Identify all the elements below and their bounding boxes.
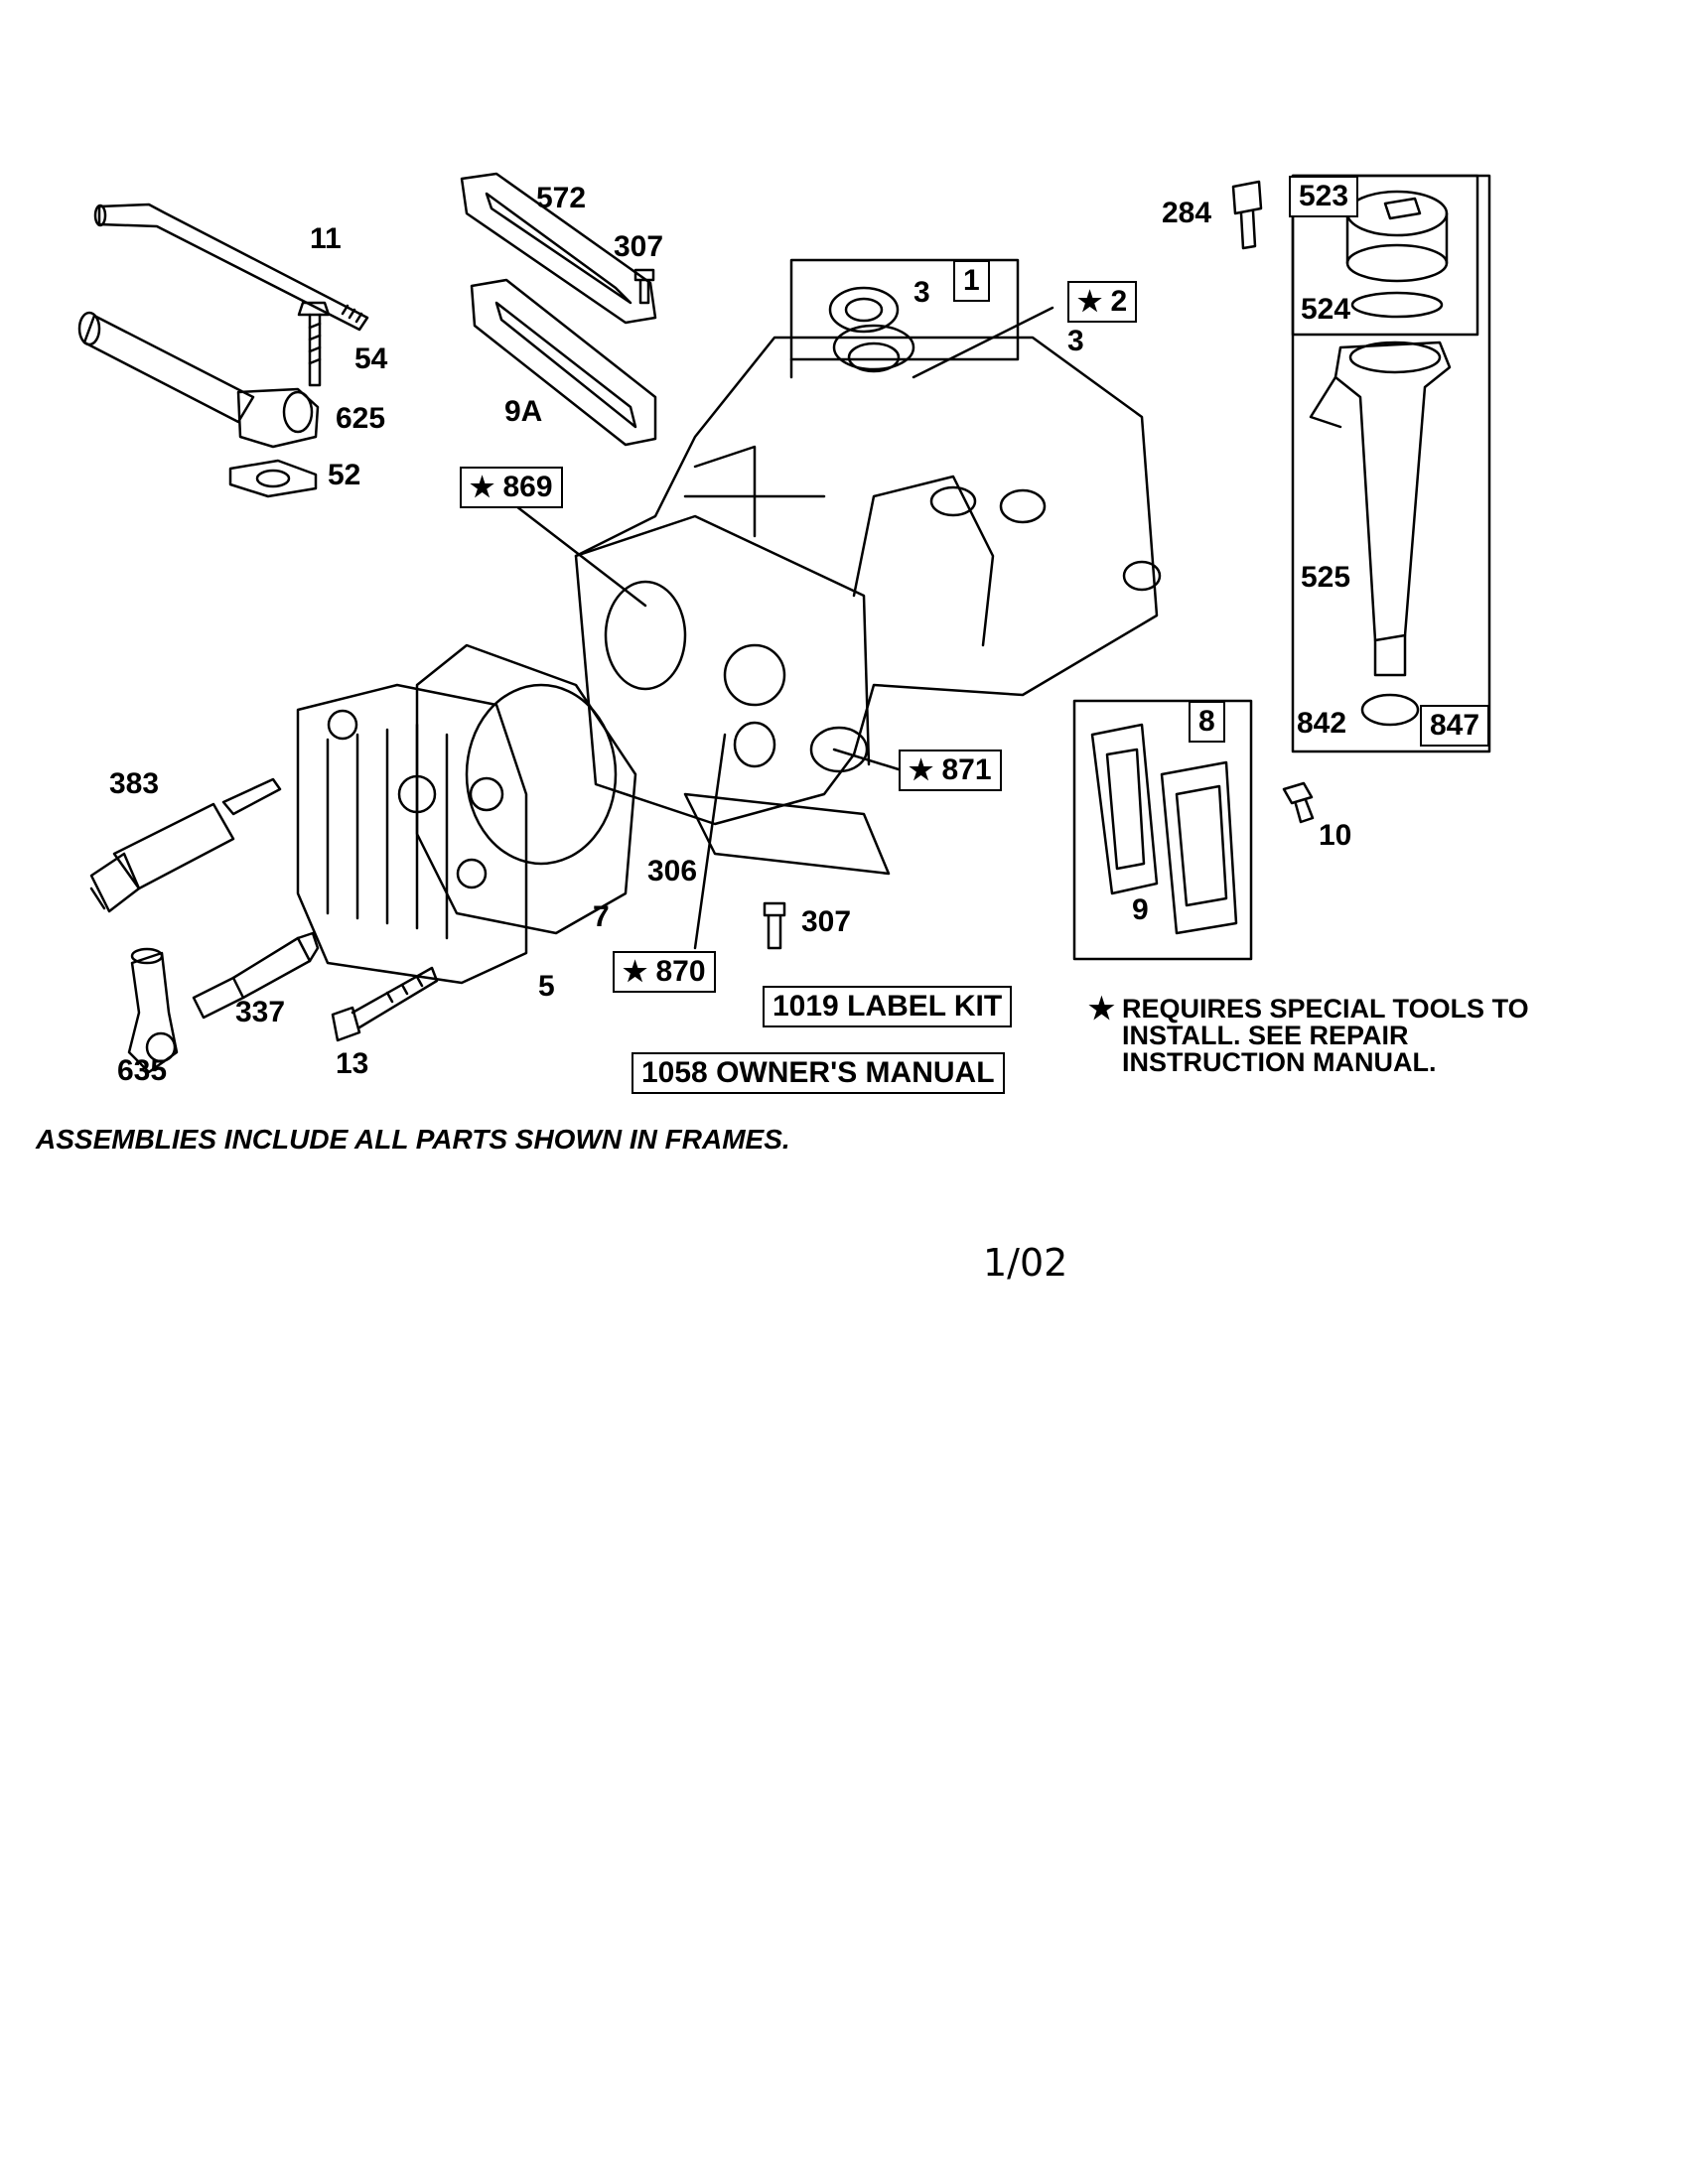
callout-307-top: 307 xyxy=(614,230,664,263)
callout-525: 525 xyxy=(1301,561,1351,594)
callout-337: 337 xyxy=(235,996,286,1028)
special-tools-text: REQUIRES SPECIAL TOOLS TO INSTALL. SEE R… xyxy=(1122,994,1529,1077)
leader-869 xyxy=(514,504,647,608)
callout-54: 54 xyxy=(354,342,388,375)
callout-524: 524 xyxy=(1301,293,1351,326)
frame-1 xyxy=(789,258,1020,361)
callout-572: 572 xyxy=(536,182,587,214)
frame-label-869: ★ 869 xyxy=(460,467,563,508)
screw-307-top-part xyxy=(633,268,655,305)
leader-871 xyxy=(832,748,901,771)
callout-307-bottom: 307 xyxy=(801,905,852,938)
callout-383: 383 xyxy=(109,767,160,800)
frame-label-847: 847 xyxy=(1420,705,1490,747)
frame-523 xyxy=(1291,174,1479,337)
bolt-13-part xyxy=(331,966,439,1042)
star-icon: ★ xyxy=(1088,993,1115,1025)
frame-8 xyxy=(1072,699,1253,961)
callout-10: 10 xyxy=(1319,819,1352,852)
o-ring-524-part xyxy=(1350,291,1444,319)
owners-manual-box: 1058 OWNER'S MANUAL xyxy=(632,1052,1005,1094)
callout-7: 7 xyxy=(593,900,610,933)
spark-plug-wrench-383-part xyxy=(89,777,282,913)
frame-label-869-num: 869 xyxy=(502,471,553,503)
gasket-9-part xyxy=(1090,723,1238,935)
assemblies-footnote: ASSEMBLIES INCLUDE ALL PARTS SHOWN IN FR… xyxy=(36,1124,790,1155)
spark-plug-337-part xyxy=(192,931,320,1020)
callout-306: 306 xyxy=(647,855,698,887)
callout-3-seal: 3 xyxy=(913,276,930,309)
callout-9a: 9A xyxy=(504,395,543,428)
star-icon: ★ xyxy=(470,472,495,502)
callout-11: 11 xyxy=(310,222,342,255)
oil-fill-tube-525-part xyxy=(1309,341,1452,677)
frame-label-870: ★ 870 xyxy=(613,951,716,993)
label-kit-box: 1019 LABEL KIT xyxy=(763,986,1013,1027)
elbow-625-part xyxy=(236,387,320,449)
callout-13: 13 xyxy=(336,1047,369,1080)
frame-label-523: 523 xyxy=(1289,176,1359,217)
breather-tube-part xyxy=(77,311,255,424)
callout-625: 625 xyxy=(336,402,386,435)
leader-2 xyxy=(912,306,1054,379)
star-icon: ★ xyxy=(909,754,934,785)
frame-label-871-num: 871 xyxy=(941,753,992,786)
seal-3-part xyxy=(828,286,900,334)
star-icon: ★ xyxy=(623,956,648,987)
frame-847 xyxy=(1291,174,1491,753)
frame-label-2: ★ 2 xyxy=(1067,281,1138,323)
frame-label-871: ★ 871 xyxy=(899,750,1002,791)
bolt-284-part xyxy=(1231,180,1263,250)
frame-label-8: 8 xyxy=(1189,701,1225,743)
o-ring-842-part xyxy=(1360,693,1420,727)
star-icon: ★ xyxy=(1077,286,1103,317)
oil-cap-523-part xyxy=(1345,190,1449,283)
callout-842: 842 xyxy=(1297,707,1347,740)
screw-307-bottom-part xyxy=(763,901,786,950)
frame-label-1: 1 xyxy=(953,260,990,302)
gasket-52-part xyxy=(228,459,318,498)
gasket-306-part xyxy=(683,792,891,876)
parts-diagram xyxy=(77,172,1491,1074)
revision-date: 1/02 xyxy=(983,1241,1068,1285)
head-gasket-7-part xyxy=(415,643,637,935)
callout-9: 9 xyxy=(1132,893,1149,926)
special-tools-note: ★ REQUIRES SPECIAL TOOLS TO INSTALL. SEE… xyxy=(1088,994,1539,1077)
gasket-9a-part xyxy=(470,278,657,447)
cylinder-block-part xyxy=(574,324,1162,826)
plug-10-part xyxy=(1282,781,1315,824)
frame-label-870-num: 870 xyxy=(655,955,706,988)
callout-284: 284 xyxy=(1162,197,1212,229)
gasket-572-part xyxy=(460,172,657,325)
callout-52: 52 xyxy=(328,459,361,491)
dipstick-tube-part xyxy=(93,203,369,332)
callout-635: 635 xyxy=(117,1054,168,1087)
cylinder-head-5-part xyxy=(296,683,528,985)
callout-5: 5 xyxy=(538,970,555,1003)
boot-635-part xyxy=(127,947,179,1074)
frame-label-2-num: 2 xyxy=(1110,285,1128,318)
screw-54-part xyxy=(297,301,331,387)
callout-3-frame: 3 xyxy=(1067,325,1084,357)
leader-870 xyxy=(693,733,727,950)
